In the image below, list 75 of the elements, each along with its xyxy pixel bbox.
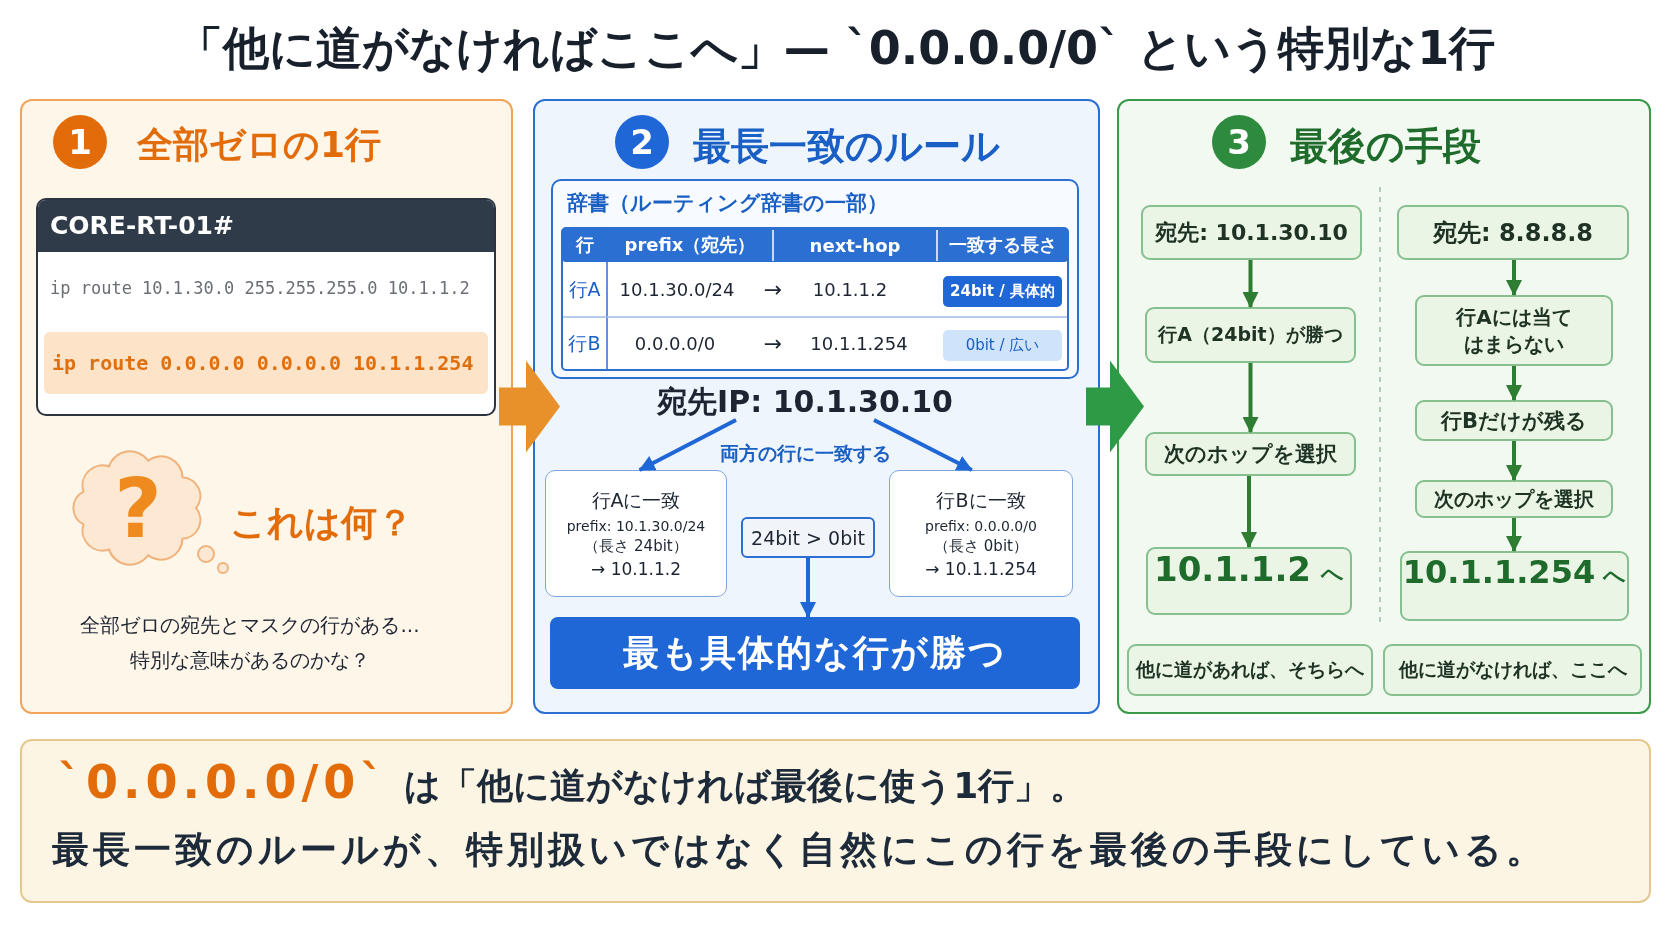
next-hop-text: → 10.1.1.2 bbox=[591, 559, 681, 579]
block-arrow bbox=[499, 360, 560, 453]
conclusion-box: 他に道がなければ、ここへ bbox=[1383, 644, 1642, 696]
question-text: これは何？ bbox=[230, 500, 413, 545]
terminal-window bbox=[36, 198, 496, 416]
direction-text: へ bbox=[1603, 562, 1627, 590]
flow-step: 行Aには当てはまらない bbox=[1415, 295, 1613, 366]
flow-step: 宛先: 8.8.8.8 bbox=[1397, 205, 1629, 260]
arrow bbox=[1506, 366, 1522, 401]
note-text: 特別な意味があるのかな？ bbox=[129, 646, 371, 674]
arrow bbox=[1242, 363, 1259, 433]
arrow bbox=[1241, 476, 1257, 548]
number-badge: 3 bbox=[1212, 115, 1266, 169]
destination-ip: 宛先IP: 10.1.30.10 bbox=[655, 384, 955, 420]
flow-step: 次のホップを選択 bbox=[1145, 432, 1356, 476]
next-hop-address: 10.1.1.2 bbox=[1153, 549, 1311, 589]
length-text: （長さ 24bit） bbox=[584, 537, 688, 556]
summary-panel bbox=[20, 739, 1651, 903]
flow-step: 宛先: 10.1.30.10 bbox=[1141, 205, 1362, 260]
flow-step: 行A（24bit）が勝つ bbox=[1145, 307, 1356, 363]
conclusion-box: 他に道があれば、そちらへ bbox=[1127, 644, 1373, 696]
summary-text: は「他に道がなければ最後に使う1行」。 bbox=[404, 764, 1087, 808]
column-header: prefix（宛先） bbox=[623, 233, 757, 257]
command-line: ip route 10.1.30.0 255.255.255.0 10.1.1.2 bbox=[50, 278, 470, 298]
row-label: 行A bbox=[567, 276, 602, 302]
match-box bbox=[889, 470, 1073, 597]
comparison-box: 24bit > 0bit bbox=[741, 517, 875, 558]
arrow bbox=[1506, 260, 1522, 296]
match-length-badge: 0bit / 広い bbox=[943, 330, 1062, 361]
direction-text: へ bbox=[1321, 560, 1344, 588]
match-box bbox=[545, 470, 727, 597]
column-header: 行 bbox=[574, 233, 595, 257]
length-text: （長さ 0bit） bbox=[934, 537, 1028, 556]
match-caption: 両方の行に一致する bbox=[718, 441, 892, 466]
page-title: 「他に道がなければここへ」— `0.0.0.0/0` という特別な1行 bbox=[175, 20, 1497, 77]
note-text: 全部ゼロの宛先とマスクの行がある... bbox=[79, 611, 421, 639]
number-badge: 2 bbox=[615, 115, 669, 169]
summary-text: 最長一致のルールが、特別扱いではなく自然にこの行を最後の手段にしている。 bbox=[52, 827, 1547, 873]
match-length-badge: 24bit / 具体的 bbox=[943, 276, 1062, 307]
match-title: 行Aに一致 bbox=[591, 488, 681, 513]
prefix-text: 0.0.0.0/0 bbox=[633, 332, 717, 356]
prefix-text: prefix: 0.0.0.0/0 bbox=[925, 518, 1037, 534]
next-hop-address: 10.1.1.254 bbox=[1402, 553, 1596, 591]
step-panel bbox=[1117, 99, 1651, 714]
flow-step: 行Bだけが残る bbox=[1415, 400, 1613, 441]
arrow bbox=[1242, 260, 1259, 308]
arrow bbox=[1506, 518, 1522, 552]
block-arrow bbox=[1086, 360, 1144, 453]
arrow-symbol: → bbox=[762, 276, 784, 304]
arrow bbox=[800, 558, 816, 618]
arrow bbox=[1506, 441, 1522, 481]
panel-heading: 最後の手段 bbox=[1290, 123, 1481, 170]
number-badge: 1 bbox=[53, 115, 107, 169]
match-title: 行Bに一致 bbox=[936, 488, 1026, 513]
next-hop-text: 10.1.1.2 bbox=[811, 278, 889, 302]
prefix-text: prefix: 10.1.30.0/24 bbox=[566, 518, 706, 534]
flow-step: 次のホップを選択 bbox=[1415, 480, 1613, 518]
step-panel bbox=[20, 99, 513, 714]
row-label: 行B bbox=[567, 330, 602, 356]
arrow-symbol: → bbox=[762, 330, 784, 358]
prefix-text: 10.1.30.0/24 bbox=[618, 278, 736, 302]
result-box bbox=[1400, 551, 1629, 621]
panel-heading: 最長一致のルール bbox=[693, 123, 1000, 170]
result-box bbox=[1146, 547, 1352, 615]
terminal-prompt: CORE-RT-01# bbox=[38, 200, 494, 252]
column-header: 一致する長さ bbox=[947, 233, 1058, 257]
arrow bbox=[873, 418, 973, 472]
highlighted-route: `0.0.0.0/0` bbox=[58, 755, 389, 809]
next-hop-text: → 10.1.1.254 bbox=[925, 559, 1037, 579]
panel-heading: 全部ゼロの1行 bbox=[137, 123, 382, 167]
result-banner: 最も具体的な行が勝つ bbox=[550, 617, 1080, 689]
next-hop-text: 10.1.1.254 bbox=[809, 332, 909, 356]
arrow bbox=[638, 418, 737, 472]
dictionary-heading: 辞書（ルーティング辞書の一部） bbox=[567, 190, 888, 217]
column-header: next-hop bbox=[808, 233, 902, 258]
